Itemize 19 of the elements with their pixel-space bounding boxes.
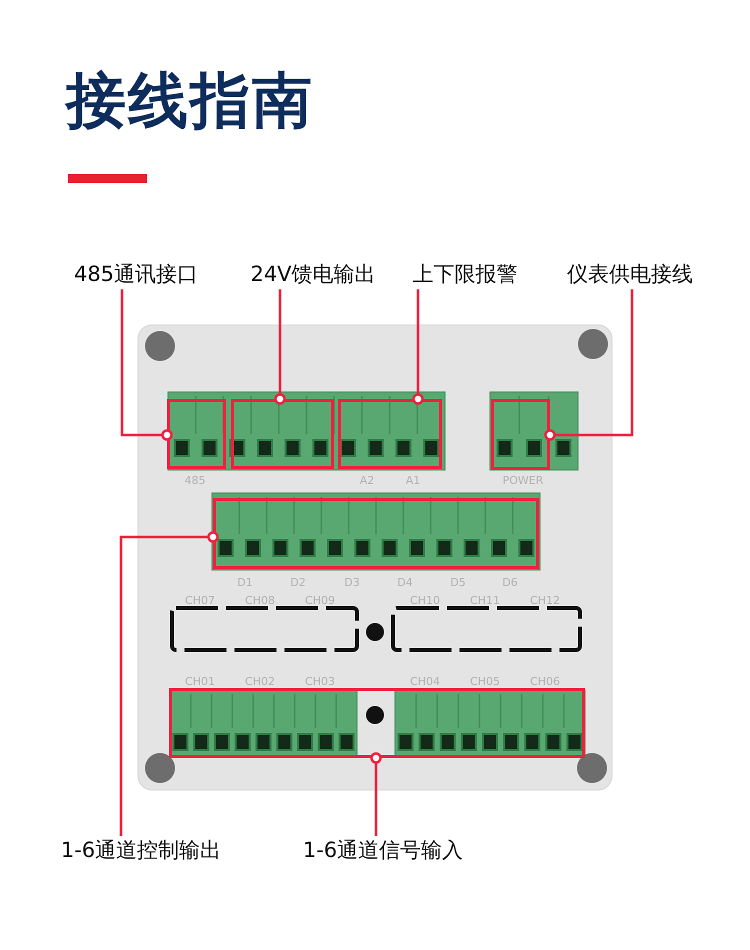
heading: 接线指南 bbox=[66, 68, 314, 134]
highlight-frame bbox=[491, 399, 550, 470]
leader-line bbox=[412, 289, 424, 405]
highlight-frame bbox=[338, 399, 442, 469]
leader-line bbox=[544, 289, 634, 441]
leader-line bbox=[274, 289, 286, 405]
callout-label: 仪表供电接线 bbox=[567, 262, 693, 288]
highlight-frame bbox=[231, 399, 334, 469]
callout-label: 1-6通道信号输入 bbox=[302, 838, 464, 864]
callout-label: 1-6通道控制输出 bbox=[60, 838, 222, 864]
leader-line bbox=[120, 531, 219, 836]
callout-label: 24V馈电输出 bbox=[250, 262, 376, 288]
callout-label: 485通讯接口 bbox=[74, 262, 198, 288]
leader-line bbox=[370, 752, 382, 836]
highlight-frame bbox=[213, 498, 539, 569]
highlight-frame bbox=[169, 688, 585, 758]
callout-label: 上下限报警 bbox=[412, 262, 518, 288]
highlight-frame bbox=[167, 399, 226, 469]
leader-line bbox=[120, 289, 173, 441]
